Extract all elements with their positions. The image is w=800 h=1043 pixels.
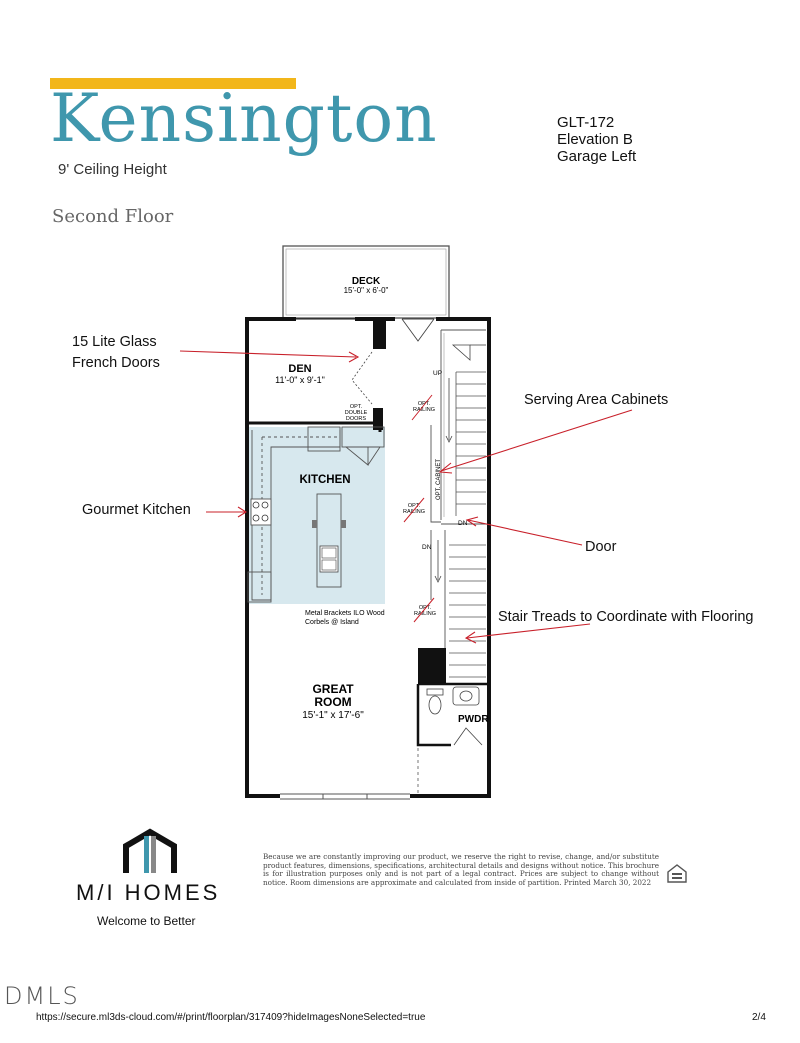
opt-doors-1: OPT. — [350, 404, 363, 410]
stair-dn-label-1: DN — [458, 520, 468, 527]
callout-serving-area: Serving Area Cabinets — [524, 392, 669, 408]
plan-title: Kensington — [50, 80, 438, 157]
den-double-doors — [351, 351, 373, 405]
plan-code-block: GLT-172 Elevation B Garage Left — [557, 114, 636, 165]
plan-code: GLT-172 — [557, 114, 615, 131]
legal-disclaimer: Because we are constantly improving our … — [263, 852, 659, 887]
brand-name: M/I HOMES — [76, 880, 221, 905]
opt-railing-2b: RAILING — [403, 509, 425, 515]
island-note-2: Corbels @ Island — [305, 619, 359, 626]
callout-stair-treads: Stair Treads to Coordinate with Flooring — [498, 609, 754, 625]
floor-label: Second Floor — [52, 206, 174, 227]
pwdr-door — [453, 727, 483, 746]
brand-tagline: Welcome to Better — [97, 914, 196, 928]
callout-french-doors: 15 Lite Glass French Doors — [72, 332, 160, 374]
toilet-bowl — [428, 695, 442, 715]
house-roof-icon — [123, 828, 177, 873]
brand-logo-mark — [123, 828, 177, 873]
opt-doors-2: DOUBLE — [345, 410, 368, 416]
great-room-label-1: GREAT — [312, 682, 354, 696]
opt-doors-3: DOORS — [346, 416, 367, 422]
den-label: DEN — [288, 363, 311, 375]
plan-elevation: Elevation B — [557, 131, 633, 148]
stair-treads-upper — [455, 371, 486, 516]
den-pier-bottom — [373, 408, 383, 430]
deck-dims: 15'-0" x 6'-0" — [344, 286, 389, 295]
page-number: 2/4 — [752, 1012, 766, 1023]
opt-railing-2a: OPT. — [408, 503, 421, 509]
island-sink — [319, 545, 339, 573]
pwdr-walls — [416, 682, 489, 747]
plan-garage: Garage Left — [557, 148, 637, 165]
stair-up-label: UP — [433, 370, 442, 377]
deck-door-swing — [401, 318, 435, 342]
callout-door: Door — [585, 539, 617, 555]
callout-arrows — [179, 350, 633, 644]
cooktop — [250, 498, 272, 526]
stair-treads-lower — [449, 544, 486, 678]
den-pier-top — [373, 319, 386, 349]
railing-marks — [403, 394, 435, 623]
closet-door — [451, 344, 471, 361]
equal-housing-icon — [667, 864, 687, 883]
pwdr-label: PWDR — [458, 714, 489, 725]
stair-walls — [430, 329, 487, 683]
callout-french-doors-2: French Doors — [72, 355, 160, 371]
callout-french-doors-1: 15 Lite Glass — [72, 334, 157, 350]
ceiling-height: 9' Ceiling Height — [58, 161, 167, 178]
print-url: https://secure.ml3ds-cloud.com/#/print/f… — [36, 1012, 426, 1023]
toilet-tank — [426, 688, 444, 696]
den-dims: 11'-0" x 9'-1" — [275, 375, 325, 385]
opt-cabinet-label: OPT. CABINET — [436, 459, 442, 500]
dmls-watermark: DMLS — [4, 982, 80, 1010]
island-note-1: Metal Brackets ILO Wood — [305, 610, 385, 617]
opt-railing-3b: RAILING — [414, 611, 436, 617]
great-room-dims: 15'-1" x 17'-6" — [302, 710, 364, 721]
stair-end-block — [418, 648, 446, 684]
great-room-label-2: ROOM — [314, 695, 351, 709]
deck-inner — [285, 248, 447, 316]
kitchen-island — [316, 493, 342, 588]
deck-label: DECK — [352, 276, 381, 287]
kitchen-label: KITCHEN — [299, 474, 350, 486]
opt-railing-1b: RAILING — [413, 407, 435, 413]
accent-bar — [50, 78, 296, 89]
stair-dn-label-2: DN — [422, 544, 432, 551]
callout-gourmet-kitchen: Gourmet Kitchen — [82, 502, 191, 518]
pwdr-vanity — [452, 686, 480, 706]
